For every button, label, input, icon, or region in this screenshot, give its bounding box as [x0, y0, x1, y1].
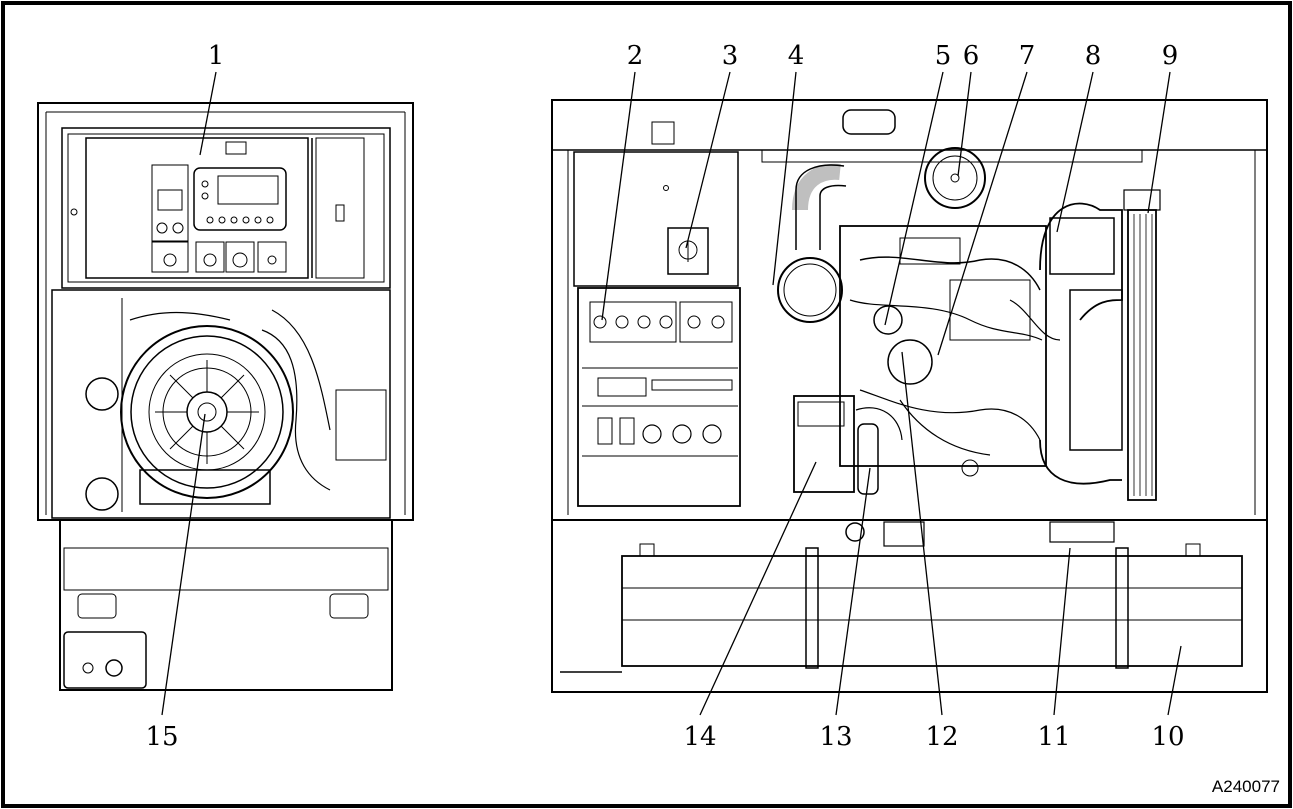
callout-15: 15 — [145, 722, 178, 752]
callout-7: 7 — [1019, 41, 1036, 71]
callout-4: 4 — [788, 41, 805, 71]
callout-3: 3 — [722, 41, 739, 71]
controller-display — [193, 167, 287, 231]
callout-1: 1 — [208, 41, 225, 71]
alternator — [120, 325, 294, 505]
side-view — [551, 99, 1268, 693]
callout-8: 8 — [1085, 41, 1102, 71]
fuel-components — [793, 395, 903, 495]
callout-6: 6 — [963, 41, 980, 71]
air-intake — [777, 163, 847, 323]
front-view — [37, 102, 414, 691]
front-housing — [37, 102, 414, 521]
callout-13: 13 — [819, 722, 852, 752]
callout-5: 5 — [935, 41, 952, 71]
radiator — [1123, 189, 1161, 501]
front-base-tank — [59, 519, 393, 691]
callout-11: 11 — [1037, 722, 1070, 752]
leader-lines — [161, 71, 1182, 716]
callout-14: 14 — [683, 722, 716, 752]
callout-10: 10 — [1151, 722, 1184, 752]
figure-id: A240077 — [1212, 777, 1280, 796]
side-fuel-tank — [621, 555, 1243, 667]
control-panel — [85, 137, 309, 279]
callout-12: 12 — [925, 722, 958, 752]
breaker-switch — [667, 227, 709, 275]
outlet-panel — [577, 287, 741, 507]
ecu-box — [1049, 217, 1115, 275]
callout-labels: 1 2 3 4 5 6 7 8 9 10 11 12 13 14 15 — [145, 41, 1184, 752]
callout-2: 2 — [627, 41, 644, 71]
callout-9: 9 — [1162, 41, 1179, 71]
air-cleaner-circle — [777, 257, 843, 323]
engine — [839, 147, 1061, 477]
side-housing — [551, 99, 1268, 521]
